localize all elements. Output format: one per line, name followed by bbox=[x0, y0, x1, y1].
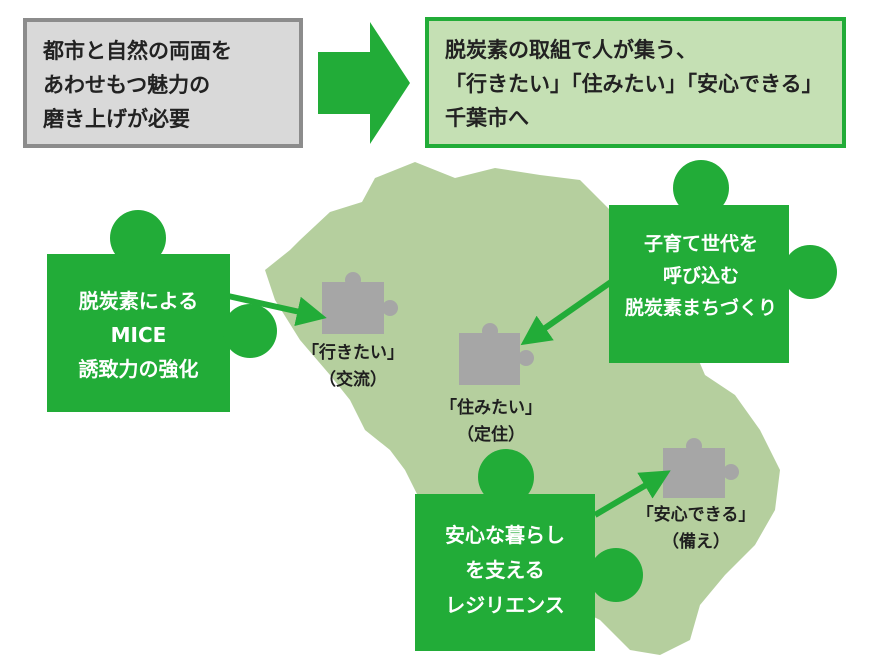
childcare-line-3: 脱炭素まちづくり bbox=[624, 297, 777, 319]
live-label-main: 「住みたい」 bbox=[440, 398, 542, 418]
current-line-1: 都市と自然の両面を bbox=[43, 39, 232, 63]
childcare-text: 子育て世代を 呼び込む 脱炭素まちづくり bbox=[609, 228, 793, 324]
arrow-resilience-to-safe bbox=[593, 470, 671, 518]
goal-line-3: 千葉市へ bbox=[445, 106, 529, 130]
resilience-line-2: を支える bbox=[465, 558, 545, 582]
childcare-line-2: 呼び込む bbox=[662, 265, 739, 287]
puzzle-piece-childcare bbox=[609, 160, 837, 363]
childcare-line-1: 子育て世代を bbox=[643, 233, 758, 255]
safe-label-sub: （備え） bbox=[662, 532, 730, 552]
puzzle-piece-safe bbox=[663, 438, 739, 498]
mice-line-1: 脱炭素による bbox=[78, 289, 199, 313]
resilience-line-3: レジリエンス bbox=[445, 593, 565, 617]
live-label-sub: （定住） bbox=[457, 425, 525, 445]
puzzle-piece-resilience bbox=[415, 449, 643, 651]
puzzle-piece-mice bbox=[47, 210, 277, 412]
puzzle-piece-visit bbox=[322, 272, 398, 334]
mice-line-2: MICE bbox=[110, 323, 167, 347]
transition-arrow bbox=[318, 22, 410, 144]
arrow-childcare-to-live bbox=[520, 279, 613, 346]
safe-label-main: 「安心できる」 bbox=[636, 505, 756, 525]
goal-line-1: 脱炭素の取組で人が集う、 bbox=[445, 38, 697, 62]
goal-line-2: 「行きたい」「住みたい」「安心できる」 bbox=[445, 72, 823, 96]
resilience-text: 安心な暮らし を支える レジリエンス bbox=[415, 518, 595, 623]
mice-line-3: 誘致力の強化 bbox=[78, 357, 199, 381]
current-situation-box: 都市と自然の両面を あわせもつ魅力の 磨き上げが必要 bbox=[23, 18, 303, 148]
visit-label-main: 「行きたい」 bbox=[302, 343, 404, 363]
arrow-shape bbox=[318, 22, 410, 144]
puzzle-piece-live bbox=[459, 323, 534, 385]
live-label: 「住みたい」 （定住） bbox=[421, 395, 561, 449]
arrow-mice-to-visit bbox=[227, 293, 327, 327]
safe-label: 「安心できる」 （備え） bbox=[616, 502, 776, 556]
current-line-2: あわせもつ魅力の bbox=[43, 73, 211, 97]
visit-label-sub: （交流） bbox=[319, 370, 387, 390]
current-line-3: 磨き上げが必要 bbox=[43, 107, 190, 131]
goal-box: 脱炭素の取組で人が集う、 「行きたい」「住みたい」「安心できる」 千葉市へ bbox=[425, 17, 846, 148]
visit-label: 「行きたい」 （交流） bbox=[283, 340, 423, 394]
mice-text: 脱炭素による MICE 誘致力の強化 bbox=[47, 284, 230, 386]
resilience-line-1: 安心な暮らし bbox=[445, 523, 565, 547]
